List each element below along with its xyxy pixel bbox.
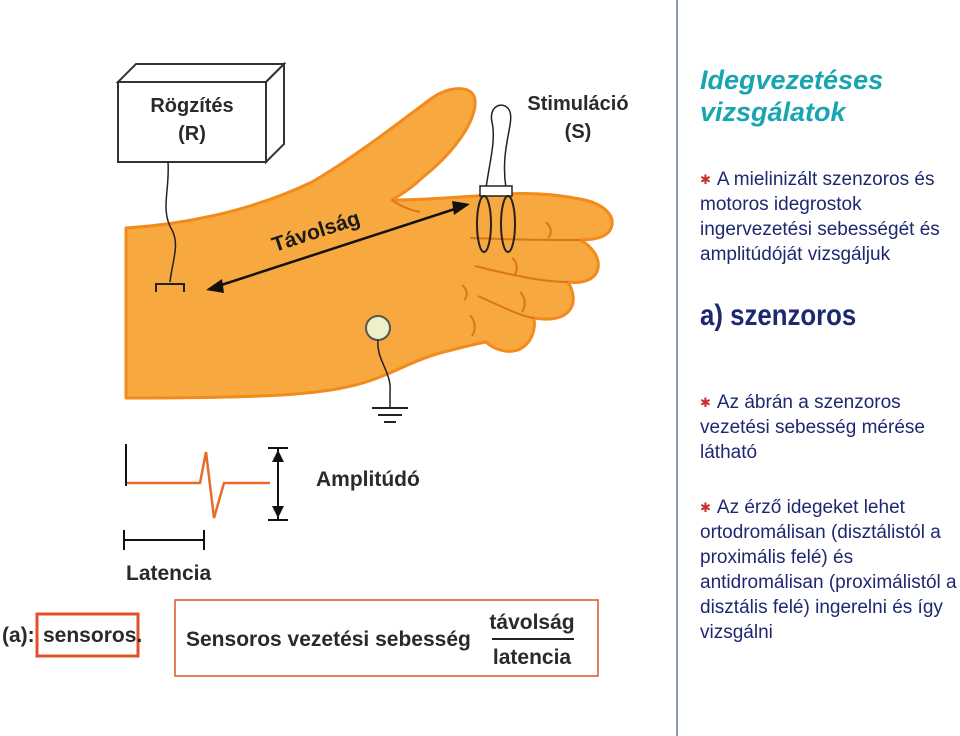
recording-box	[117, 81, 267, 163]
bullet-icon: ✱	[700, 500, 711, 516]
point-paragraph: ✱Az ábrán a szenzoros vezetési sebesség …	[700, 390, 960, 465]
bullet-icon: ✱	[700, 172, 711, 188]
knuckle-line	[519, 291, 526, 313]
hand-illustration	[124, 87, 614, 400]
formula-label: Sensoros vezetési sebesség	[186, 628, 471, 651]
response-waveform: Amplitúdó Latencia	[123, 444, 420, 585]
knuckle-line	[469, 314, 476, 337]
finger-line	[469, 237, 581, 241]
point-text: Az érző idegeket lehet ortodromálisan (d…	[700, 497, 957, 644]
knuckle-line	[545, 221, 552, 239]
amplitude-arrowhead-bottom	[272, 506, 284, 518]
page-title: Idegvezetéses vizsgálatok	[700, 64, 960, 128]
formula-box: Sensoros vezetési sebesség távolság late…	[174, 599, 599, 677]
stimulation-clip	[479, 185, 513, 197]
finger-line	[391, 199, 421, 213]
section-heading: a) szenzoros	[700, 299, 857, 332]
sensor-type-label: (a): sensoros.	[2, 612, 142, 658]
sensor-label: sensoros.	[43, 624, 142, 647]
recording-label-abbrev: (R)	[178, 123, 206, 145]
waveform-trace	[127, 451, 270, 519]
recording-wire	[165, 161, 177, 283]
stimulation-ring	[476, 195, 492, 253]
stimulation-electrode: Stimuláció (S)	[476, 93, 629, 253]
distance-arrowhead-left	[206, 279, 224, 293]
latency-label: Latencia	[126, 562, 212, 585]
recording-label: Rögzítés	[150, 95, 233, 117]
stimulation-ring	[500, 195, 516, 253]
stimulation-wire	[485, 104, 512, 189]
recording-box-side	[265, 61, 285, 165]
ground-electrode-disc	[365, 315, 391, 341]
recording-electrode: Rögzítés (R)	[115, 61, 287, 292]
knuckle-line	[511, 257, 518, 277]
knuckle-line	[461, 284, 468, 301]
formula-numerator: távolság	[489, 611, 574, 634]
hand-shape	[124, 87, 614, 400]
vertical-divider	[676, 0, 678, 736]
stimulation-label-abbrev: (S)	[565, 121, 592, 143]
amplitude-label: Amplitúdó	[316, 468, 420, 491]
point-paragraph: ✱Az érző idegeket lehet ortodromálisan (…	[700, 495, 960, 645]
text-panel: Idegvezetéses vizsgálatok ✱A mielinizált…	[700, 0, 960, 736]
amplitude-arrowhead-top	[272, 450, 284, 462]
distance-arrowhead-right	[452, 201, 470, 215]
nerve-conduction-diagram: Rögzítés (R) Távolság Stimuláció (S)	[2, 61, 629, 677]
stimulation-label: Stimuláció	[527, 93, 628, 115]
ground-electrode	[365, 315, 408, 423]
sensor-prefix: (a):	[2, 624, 35, 647]
title-line: Idegvezetéses	[700, 65, 884, 95]
recording-box-top	[115, 63, 287, 83]
bullet-icon: ✱	[700, 395, 711, 411]
title-line: vizsgálatok	[700, 97, 846, 127]
ground-wire	[377, 339, 391, 408]
distance-line	[211, 204, 465, 290]
recording-electrode-bracket	[155, 283, 185, 292]
formula-denominator: latencia	[493, 646, 572, 669]
intro-paragraph: ✱A mielinizált szenzoros és motoros ideg…	[700, 167, 960, 267]
intro-text: A mielinizált szenzoros és motoros idegr…	[700, 169, 940, 266]
sensor-label-box	[35, 612, 140, 658]
finger-line	[474, 265, 569, 283]
point-text: Az ábrán a szenzoros vezetési sebesség m…	[700, 392, 925, 464]
finger-line	[477, 295, 535, 319]
